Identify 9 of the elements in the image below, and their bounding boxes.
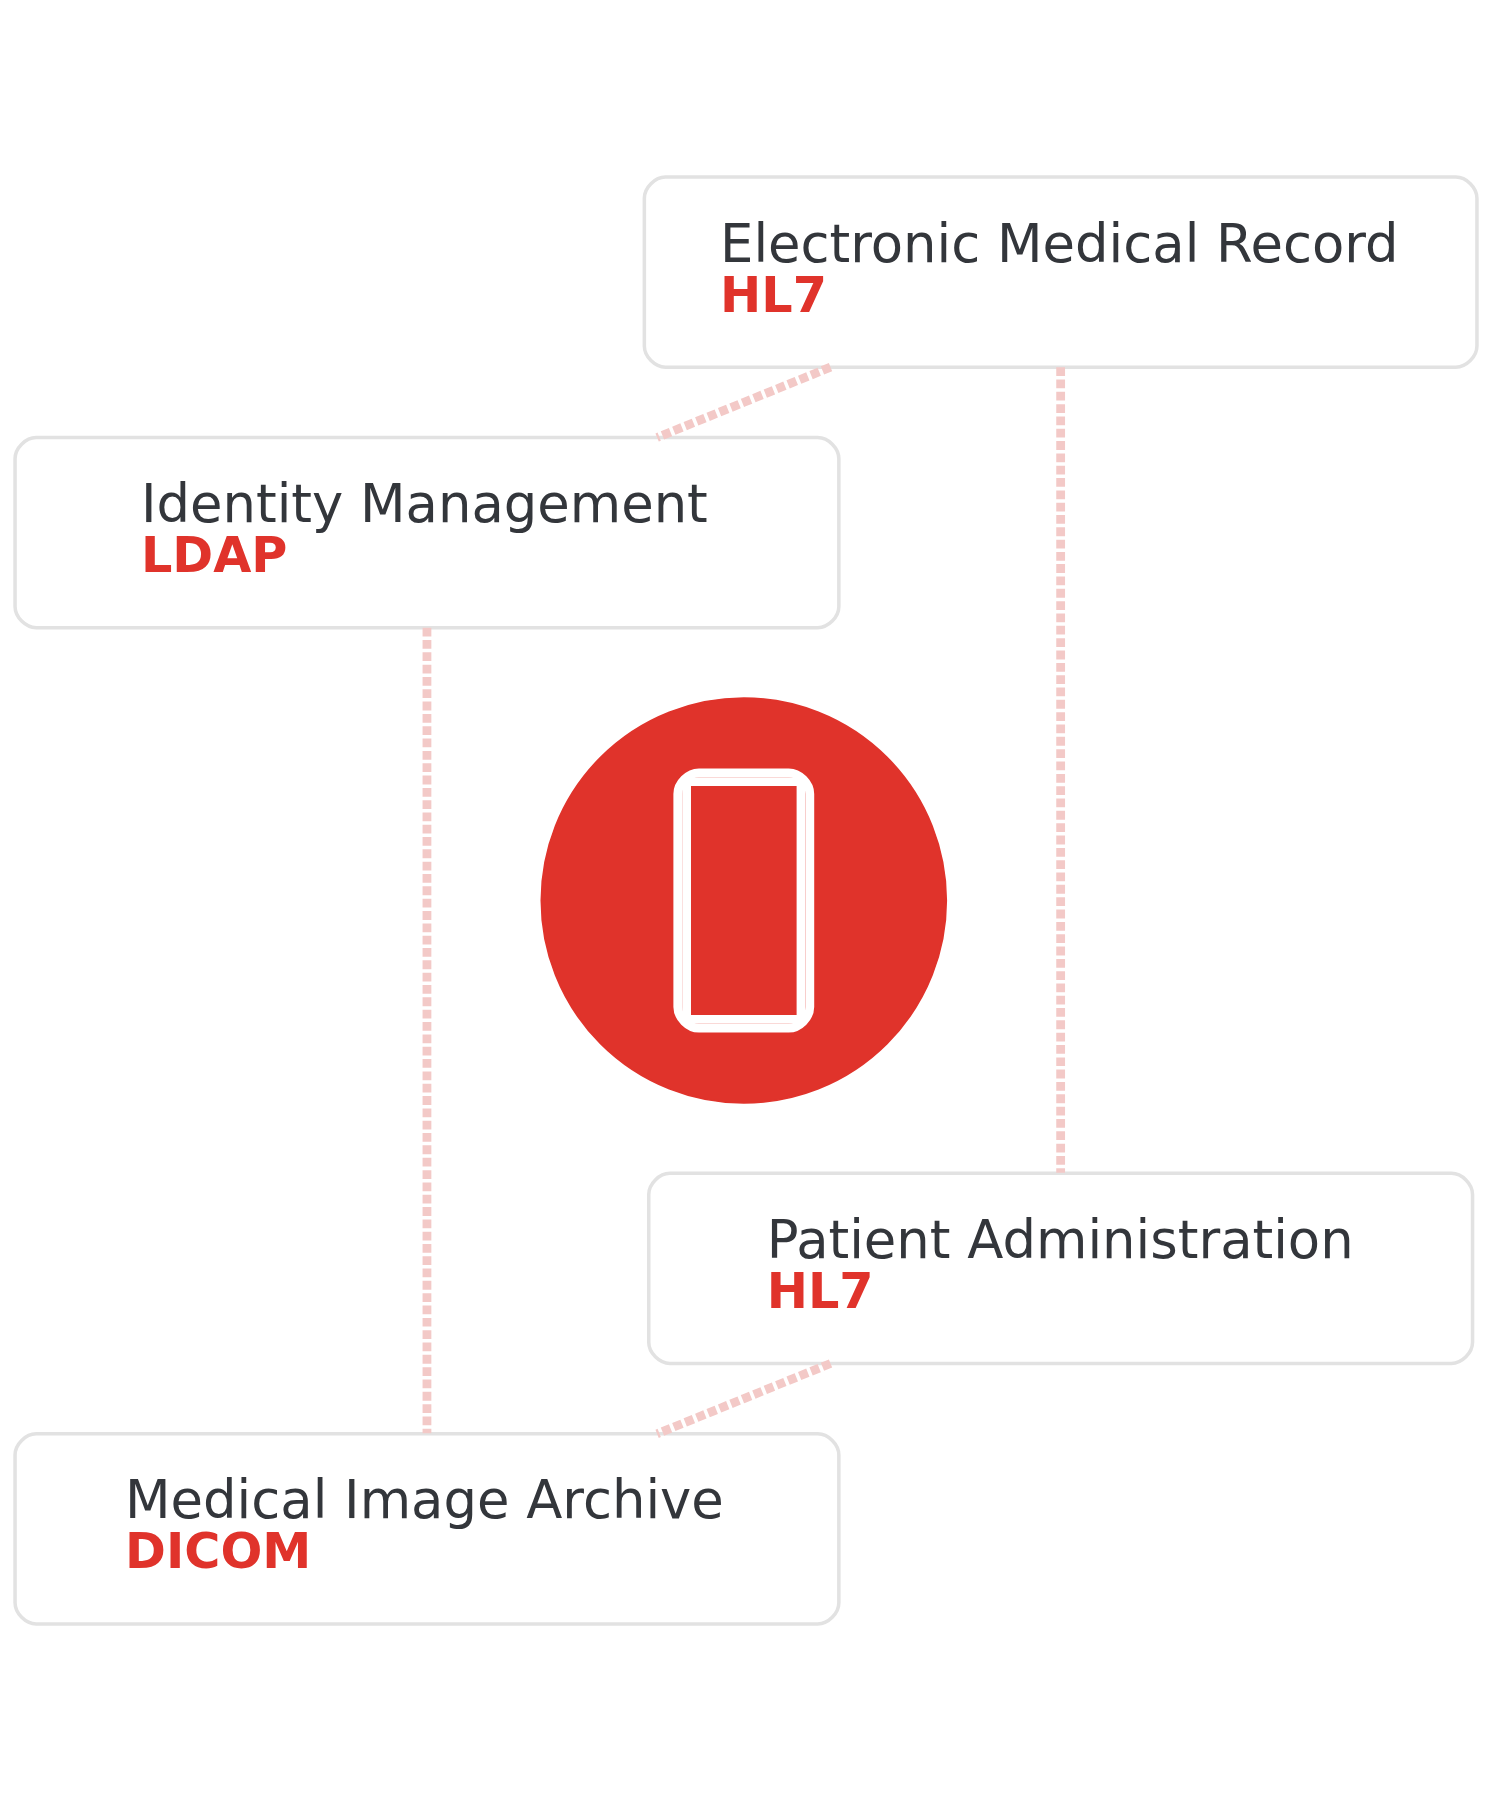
connector	[1056, 366, 1066, 1173]
connector	[655, 362, 833, 442]
node-box: Identity Management LDAP	[13, 435, 841, 629]
node-box: Patient Administration HL7	[647, 1171, 1475, 1365]
connector	[655, 1358, 833, 1438]
node-box: Medical Image Archive DICOM	[13, 1431, 841, 1626]
node-box: Electronic Medical Record HL7	[642, 174, 1479, 369]
node-circle	[540, 696, 948, 1104]
connector	[422, 627, 432, 1433]
